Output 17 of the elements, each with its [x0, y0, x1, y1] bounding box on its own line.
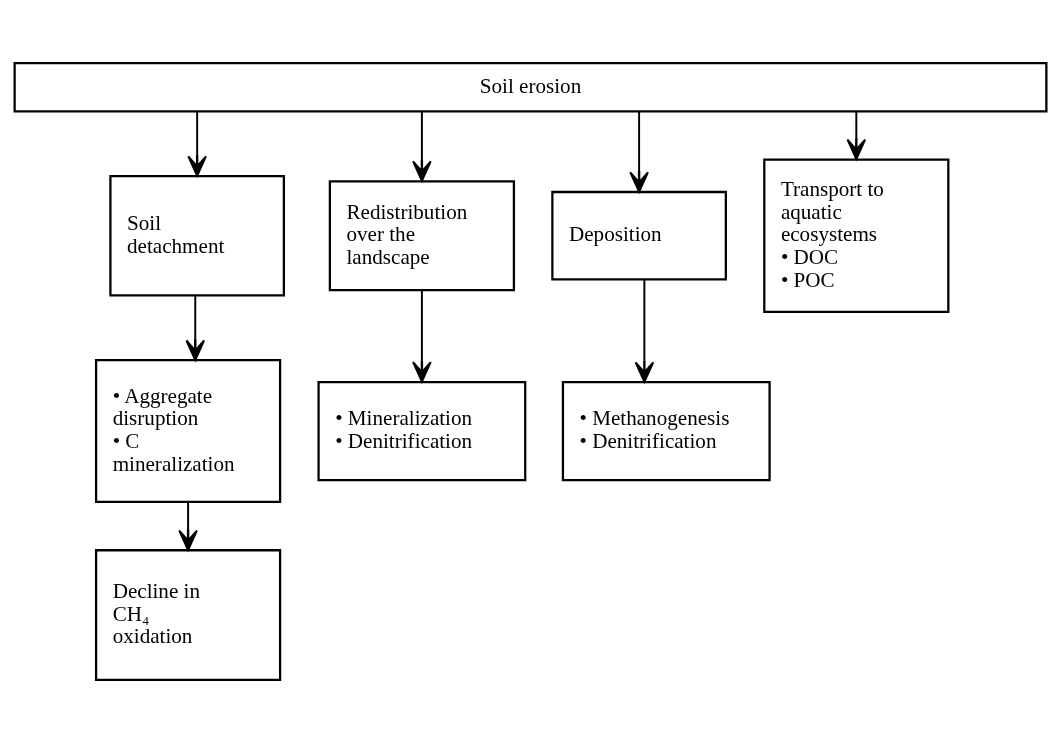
arrow	[412, 110, 432, 182]
node-box: • Mineralization • Denitrification	[317, 380, 527, 481]
arrow	[412, 288, 432, 383]
arrow	[634, 278, 655, 383]
arrow	[629, 110, 649, 193]
node-box: Redistribution over the landscape	[328, 179, 516, 291]
node-box: Deposition	[551, 190, 727, 281]
node-box: Soil detachment	[109, 174, 285, 296]
arrow	[187, 110, 207, 177]
node-box: Transport to aquatic ecosystems • DOC • POC	[763, 157, 950, 313]
node-box: • Methanogenesis • Denitrification	[561, 380, 771, 481]
arrow	[178, 500, 198, 551]
node-box: Soil erosion	[13, 61, 1048, 112]
arrow	[185, 293, 206, 361]
arrow	[846, 110, 867, 160]
node-box: • Aggregate disruption • C mineralization	[94, 358, 282, 503]
node-box: Decline in CH₄ oxidation	[94, 548, 282, 681]
